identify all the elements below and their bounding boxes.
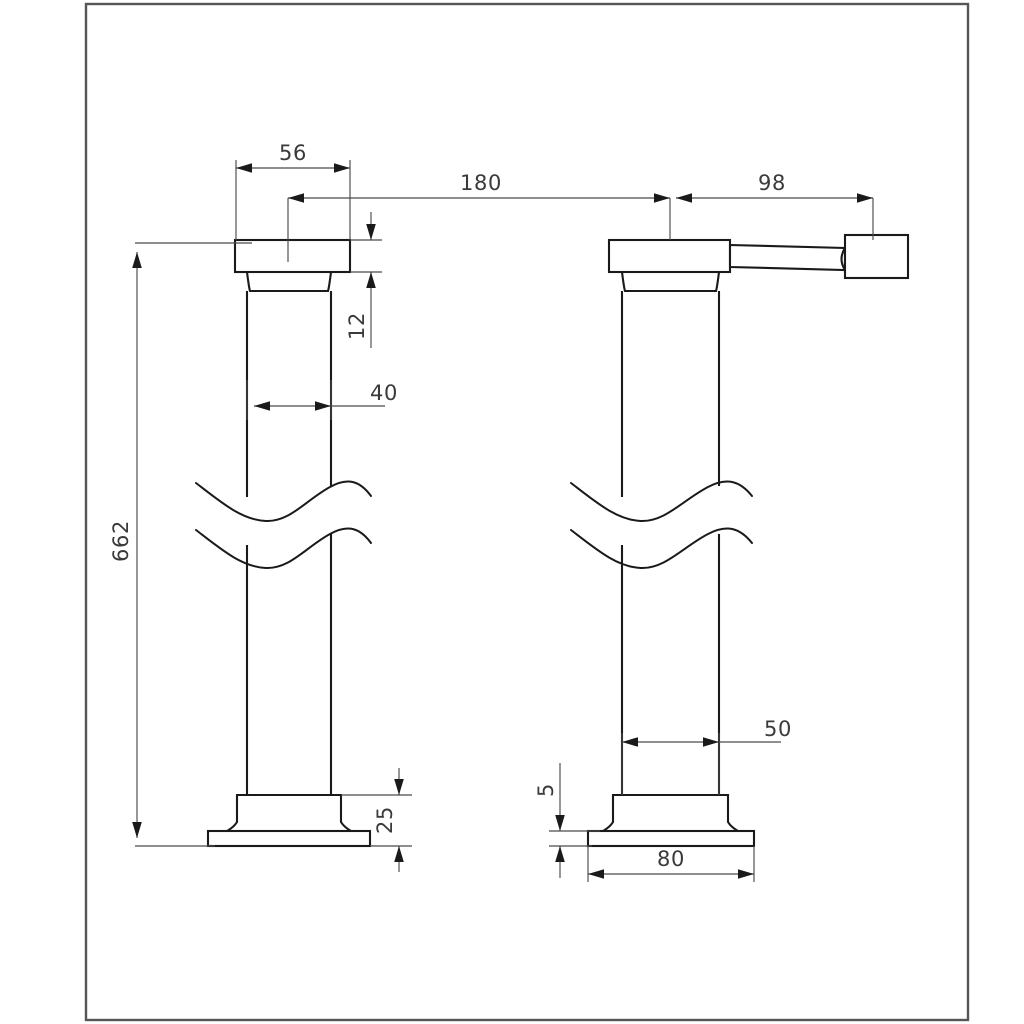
left-break-curve-upper: [195, 480, 372, 523]
arrowhead-12-bottom: [366, 272, 376, 288]
arrowhead-12-top: [366, 224, 376, 240]
right-cap-fillet: [620, 271, 721, 293]
arrowhead-180-left: [288, 193, 304, 203]
right-break-curve-upper: [570, 480, 753, 523]
dim-label-25: 25: [373, 806, 397, 834]
arrowhead-50-right: [703, 737, 719, 747]
right-lever-end-block: [843, 233, 910, 280]
dimension-80: 80: [587, 846, 755, 882]
dim-label-98: 98: [758, 171, 786, 195]
left-view: [195, 238, 372, 848]
arrowhead-40-left: [254, 401, 270, 411]
dimension-56: 56: [235, 141, 351, 240]
dim-label-180: 180: [460, 171, 502, 195]
dimension-662: 662: [109, 242, 252, 847]
arrowhead-80-left: [588, 869, 604, 879]
sheet-border: [84, 2, 970, 1022]
dim-label-40: 40: [370, 381, 398, 405]
right-base-collar: [599, 793, 742, 833]
dim-label-5: 5: [534, 783, 558, 797]
arrowhead-98-right: [857, 193, 873, 203]
arrowhead-98-left: [676, 193, 692, 203]
right-top-cap: [607, 238, 732, 274]
dim-label-12: 12: [345, 312, 369, 340]
arrowhead-80-right: [738, 869, 754, 879]
arrowhead-180-right: [654, 193, 670, 203]
dimension-40: 40: [246, 380, 398, 420]
dimension-5: 5: [534, 763, 600, 878]
arrowhead-56-right: [334, 163, 350, 173]
dimension-25: 25: [341, 768, 412, 872]
dim-label-56: 56: [279, 141, 307, 165]
left-break-curve-lower: [195, 527, 372, 570]
right-break-curve-lower: [570, 527, 753, 570]
arrowhead-5-top: [555, 815, 565, 831]
dim-label-662: 662: [109, 520, 133, 562]
dimension-180: 180: [287, 171, 671, 262]
arrowhead-662-bottom: [132, 822, 142, 838]
dimension-50: 50: [621, 717, 792, 795]
dimension-98: 98: [676, 171, 874, 240]
right-base-plate: [586, 829, 756, 848]
left-base-collar: [223, 793, 355, 833]
arrowhead-56-left: [236, 163, 252, 173]
arrowhead-25-top: [394, 779, 404, 795]
dim-label-50: 50: [764, 717, 792, 741]
left-top-cap: [233, 238, 352, 274]
arrowhead-40-right: [315, 401, 331, 411]
arrowhead-50-left: [622, 737, 638, 747]
left-base-plate: [206, 829, 372, 848]
right-lever-arm: [728, 243, 847, 272]
dim-label-80: 80: [657, 847, 685, 871]
right-view: [570, 233, 910, 848]
arrowhead-25-bottom: [394, 846, 404, 862]
left-cap-fillet: [245, 271, 333, 293]
arrowhead-5-bottom: [555, 846, 565, 862]
arrowhead-662-top: [132, 252, 142, 268]
dimension-12: 12: [345, 212, 382, 348]
